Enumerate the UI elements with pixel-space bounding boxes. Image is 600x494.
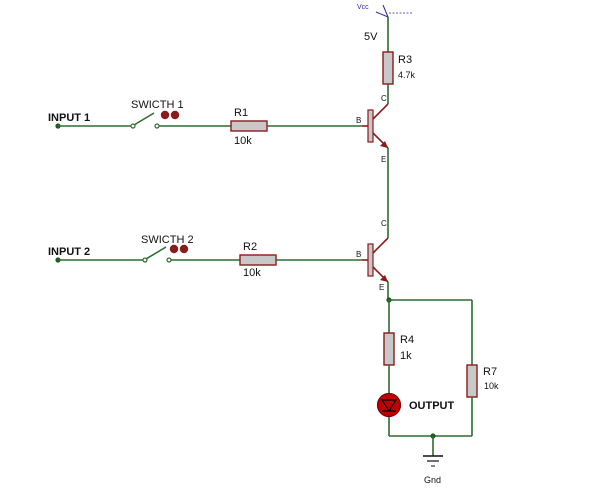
resistor-r1 (230, 120, 268, 132)
r2-name: R2 (243, 241, 257, 253)
switch-1-contact-icon (160, 110, 170, 120)
switch-1-contact-icon (170, 110, 180, 120)
q2-emitter-pin: E (379, 283, 384, 292)
input-2-branch: INPUT 2 SWICTH 2 R2 10k (48, 234, 362, 279)
output-label: OUTPUT (409, 400, 455, 412)
vcc-arrow-icon (375, 4, 412, 18)
r3-value: 4.7k (398, 70, 416, 80)
r1-value: 10k (234, 135, 252, 147)
resistor-r2 (239, 254, 277, 266)
transistor-q2: C B E (356, 219, 389, 292)
input-1-branch: INPUT 1 SWICTH 1 R1 10k (48, 99, 362, 147)
vcc-label: Vcc (357, 4, 369, 11)
input-1-label: INPUT 1 (48, 112, 90, 124)
supply-voltage: 5V (364, 31, 378, 43)
resistor-r4 (383, 332, 395, 366)
switch-2-label: SWICTH 2 (141, 234, 194, 246)
switch-2-contact-icon (179, 244, 189, 254)
r1-name: R1 (234, 107, 248, 119)
switch-1-label: SWICTH 1 (131, 99, 184, 111)
resistor-r3 (382, 51, 394, 85)
q1-base-pin: B (356, 116, 361, 125)
q2-collector-pin: C (381, 219, 387, 228)
output-network: R4 1k OUTPUT R7 10k (376, 282, 499, 456)
q1-collector-pin: C (381, 94, 387, 103)
ground-icon (423, 455, 443, 467)
r3-name: R3 (398, 54, 412, 66)
switch-2-contact-icon (169, 244, 179, 254)
transistor-q1: C B E (356, 94, 389, 164)
q1-emitter-pin: E (381, 155, 386, 164)
r7-value: 10k (484, 381, 499, 391)
supply-section: Vcc 5V R3 4.7k (357, 4, 416, 104)
q2-base-pin: B (356, 250, 361, 259)
resistor-r7 (466, 364, 478, 398)
r2-value: 10k (243, 267, 261, 279)
led-icon (376, 392, 402, 418)
input-2-label: INPUT 2 (48, 246, 90, 258)
switch-1 (130, 110, 180, 129)
switch-2 (142, 244, 189, 263)
ground-label: Gnd (424, 475, 441, 485)
r7-name: R7 (483, 366, 497, 378)
r4-value: 1k (400, 350, 412, 362)
r4-name: R4 (400, 334, 414, 346)
